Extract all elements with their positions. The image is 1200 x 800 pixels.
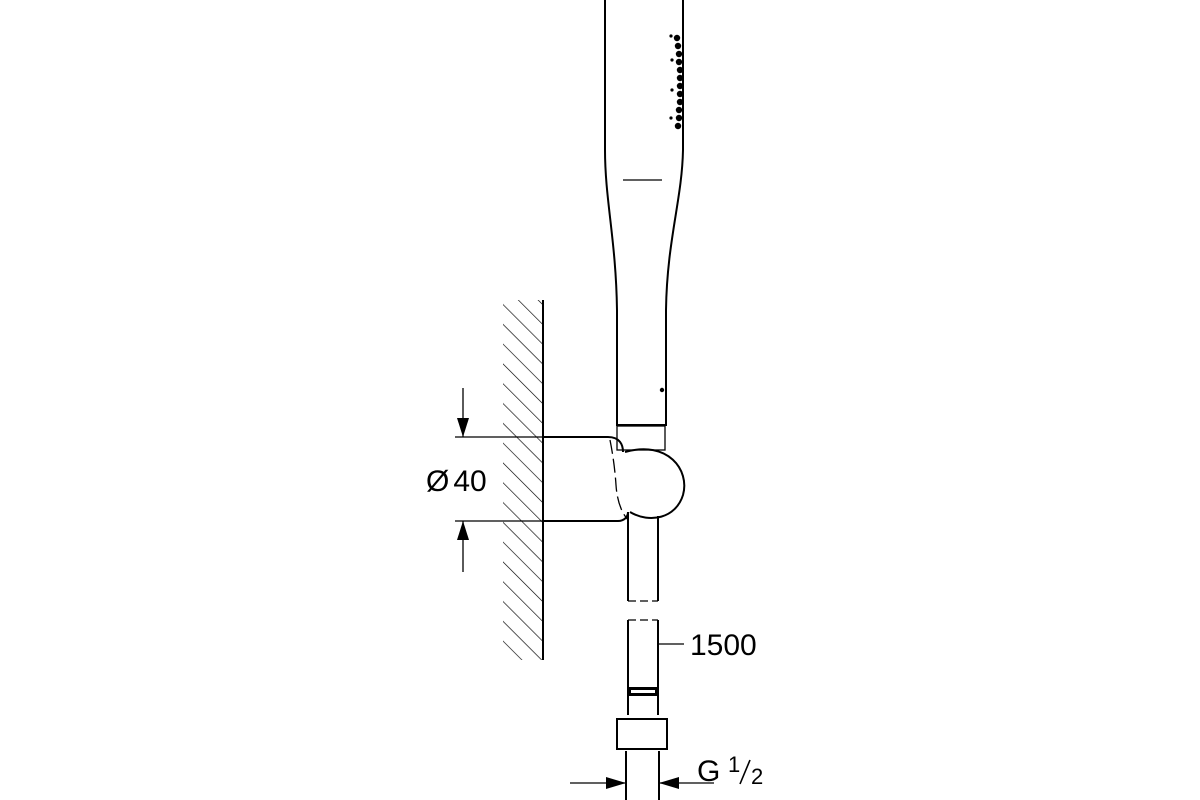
hose-nut-knurl <box>616 718 668 750</box>
hose-length-dimension: 1500 <box>658 629 757 662</box>
holder-arm <box>543 436 624 453</box>
hose-lower <box>627 619 659 715</box>
hose-bottom <box>625 751 660 800</box>
wall <box>503 300 544 660</box>
holder-arm-lower <box>543 511 629 522</box>
hose-upper <box>627 512 659 602</box>
arrow-right-icon <box>606 777 626 789</box>
holder-hidden-edge <box>609 439 629 521</box>
wall-hatching <box>503 300 543 660</box>
thread-dimension: G 1 2 <box>570 752 763 789</box>
thread-denominator: 2 <box>751 764 763 789</box>
hand-shower <box>604 0 684 426</box>
arrow-left-icon <box>659 777 679 789</box>
arrow-down-icon <box>457 418 469 437</box>
thread-numerator: 1 <box>728 752 740 777</box>
fraction-slash <box>739 759 751 785</box>
arrow-up-icon <box>457 521 469 540</box>
hose-length-label: 1500 <box>690 629 757 662</box>
hand-shower-body <box>604 0 684 426</box>
thread-prefix: G <box>697 755 720 788</box>
shower-connector-knurl <box>616 425 666 451</box>
holder-ball <box>624 448 686 520</box>
spray-nozzles <box>659 34 684 393</box>
